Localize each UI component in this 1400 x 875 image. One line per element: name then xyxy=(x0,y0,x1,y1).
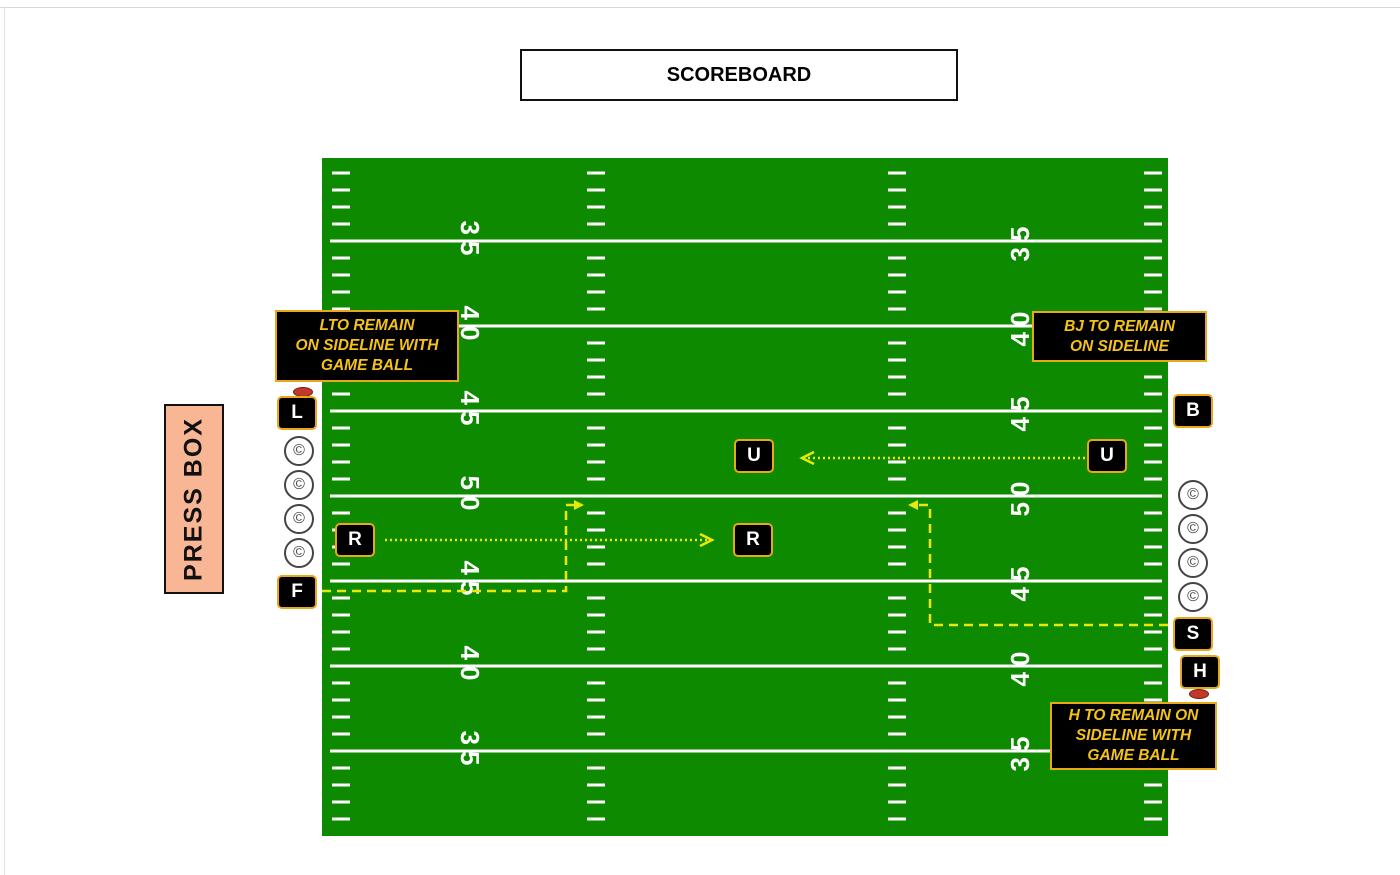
yard-number: 35 xyxy=(1005,221,1035,262)
press-box: PRESS BOX xyxy=(164,404,224,594)
bj-callout: BJ TO REMAIN ON SIDELINE xyxy=(1032,311,1207,362)
left-border xyxy=(4,7,5,875)
chain-crew-icon: © xyxy=(1178,582,1208,612)
yard-numbers: 35 35 40 40 45 45 50 50 45 45 40 40 35 35 xyxy=(455,221,1035,772)
scoreboard: SCOREBOARD xyxy=(520,49,958,101)
yard-number: 40 xyxy=(1005,306,1035,347)
bj-callout-text: BJ TO REMAIN ON SIDELINE xyxy=(1064,317,1175,355)
h-callout-text: H TO REMAIN ON SIDELINE WITH GAME BALL xyxy=(1068,707,1199,764)
yard-number: 35 xyxy=(1005,731,1035,772)
chain-crew-icon: © xyxy=(284,538,314,568)
official-f: F xyxy=(277,575,317,609)
official-u-start: U xyxy=(1087,439,1127,473)
official-r-start: R xyxy=(335,523,375,557)
hash-marks xyxy=(332,171,1162,821)
official-b: B xyxy=(1173,394,1213,428)
chain-crew-icon: © xyxy=(1178,548,1208,578)
s-path-arrowhead xyxy=(908,500,918,510)
lto-callout-text: LTO REMAIN ON SIDELINE WITH GAME BALL xyxy=(295,317,439,374)
game-ball-icon xyxy=(1189,689,1209,699)
yard-number: 40 xyxy=(455,646,485,687)
yard-number: 35 xyxy=(455,731,485,772)
yard-number: 45 xyxy=(1005,561,1035,602)
yard-number: 35 xyxy=(455,221,485,262)
yard-number: 45 xyxy=(455,561,485,602)
yard-number: 50 xyxy=(455,476,485,517)
chain-crew-icon: © xyxy=(1178,514,1208,544)
yard-number: 50 xyxy=(1005,476,1035,517)
u-path-arrowhead xyxy=(799,450,815,466)
lto-callout: LTO REMAIN ON SIDELINE WITH GAME BALL xyxy=(275,310,459,382)
top-border xyxy=(0,7,1400,8)
yard-lines xyxy=(330,239,1162,753)
f-path-arrowhead xyxy=(574,500,584,510)
yard-number: 40 xyxy=(455,306,485,347)
yard-number: 40 xyxy=(1005,646,1035,687)
official-r-end: R xyxy=(733,523,773,557)
chain-crew-icon: © xyxy=(284,436,314,466)
chain-crew-icon: © xyxy=(1178,480,1208,510)
official-u-end: U xyxy=(734,439,774,473)
s-movement-path xyxy=(913,503,1168,627)
chain-crew-icon: © xyxy=(284,504,314,534)
r-path-arrowhead xyxy=(699,532,715,548)
h-callout: H TO REMAIN ON SIDELINE WITH GAME BALL xyxy=(1050,702,1217,770)
movement-paths xyxy=(322,450,1168,627)
official-h: H xyxy=(1180,655,1220,689)
chain-crew-icon: © xyxy=(284,470,314,500)
yard-number: 45 xyxy=(1005,391,1035,432)
official-s: S xyxy=(1173,617,1213,651)
yard-number: 45 xyxy=(455,391,485,432)
scoreboard-label: SCOREBOARD xyxy=(666,63,812,86)
official-l: L xyxy=(277,396,317,430)
